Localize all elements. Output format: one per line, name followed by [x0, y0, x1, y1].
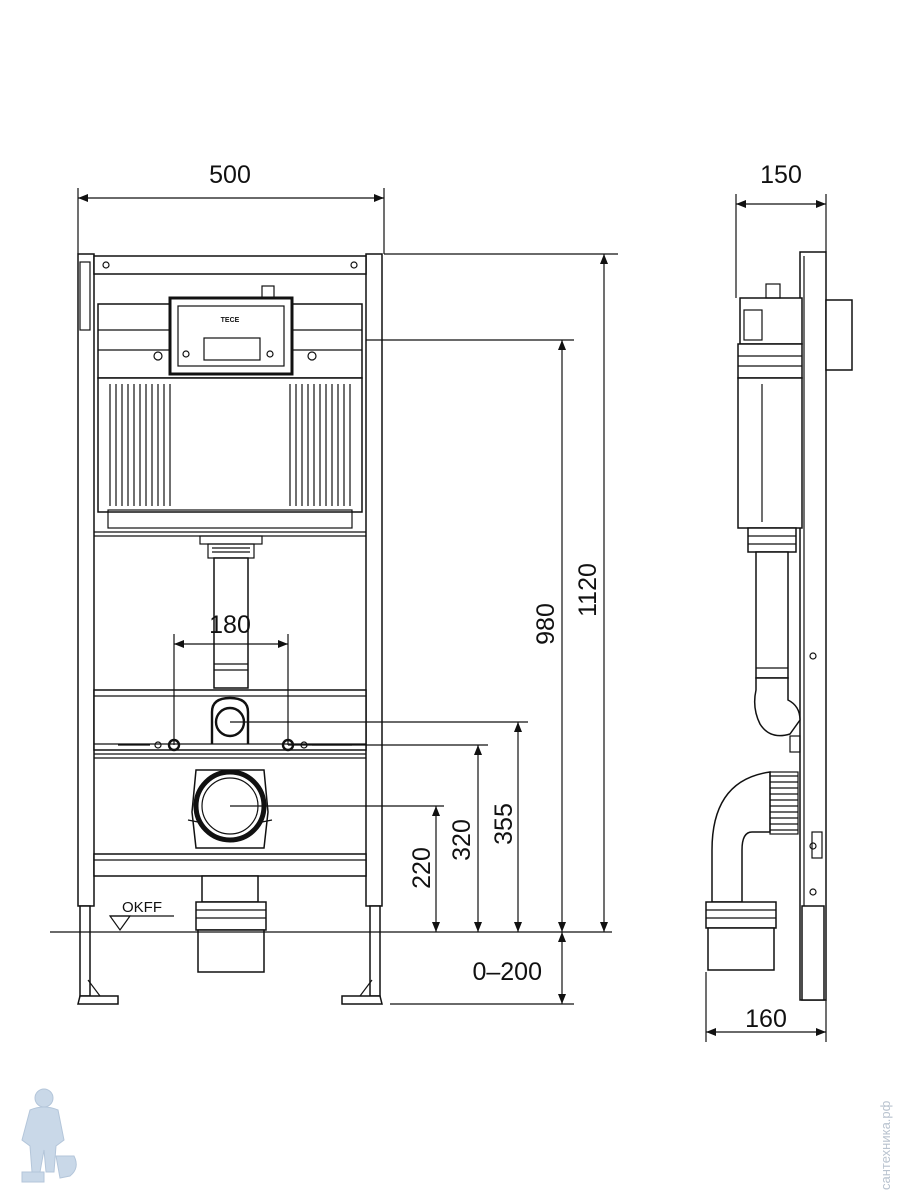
dim-outlet-355: 355	[490, 803, 518, 845]
side-elbow	[711, 771, 771, 903]
side-cistern	[737, 377, 803, 529]
cistern-ribs-right	[295, 384, 351, 506]
left-post	[77, 253, 95, 907]
dim-outlet-320: 320	[448, 819, 476, 861]
cistern-body	[97, 377, 363, 513]
dim-outlet-220: 220	[408, 847, 436, 889]
dim-total-height: 1120	[574, 563, 602, 617]
dimensions-side: 150 160	[705, 161, 827, 1042]
fixing-plate	[93, 689, 367, 751]
dim-leg-adjust: 0–200	[472, 958, 542, 986]
top-rail	[93, 255, 367, 275]
plumber-logo	[21, 1088, 77, 1183]
brand-label: TECE	[221, 317, 240, 324]
floor-level-label: OKFF	[122, 899, 162, 916]
side-view	[705, 251, 853, 1001]
dimensions-front: 500 1120 980 355 320 220 180 0–200	[77, 161, 618, 1005]
dim-side-depth: 150	[760, 161, 802, 189]
watermark-text: сантехника.рф	[878, 1100, 893, 1190]
dim-frame-width: 500	[209, 161, 251, 189]
front-view: TECE	[50, 253, 612, 1005]
dim-bottom-depth: 160	[745, 1005, 787, 1033]
flush-pipe	[213, 557, 249, 689]
cistern-ribs-left	[109, 384, 165, 506]
dim-outlet-spacing: 180	[209, 611, 251, 639]
right-post	[365, 253, 383, 907]
flush-box	[168, 296, 294, 376]
dim-flush-height: 980	[532, 603, 560, 645]
